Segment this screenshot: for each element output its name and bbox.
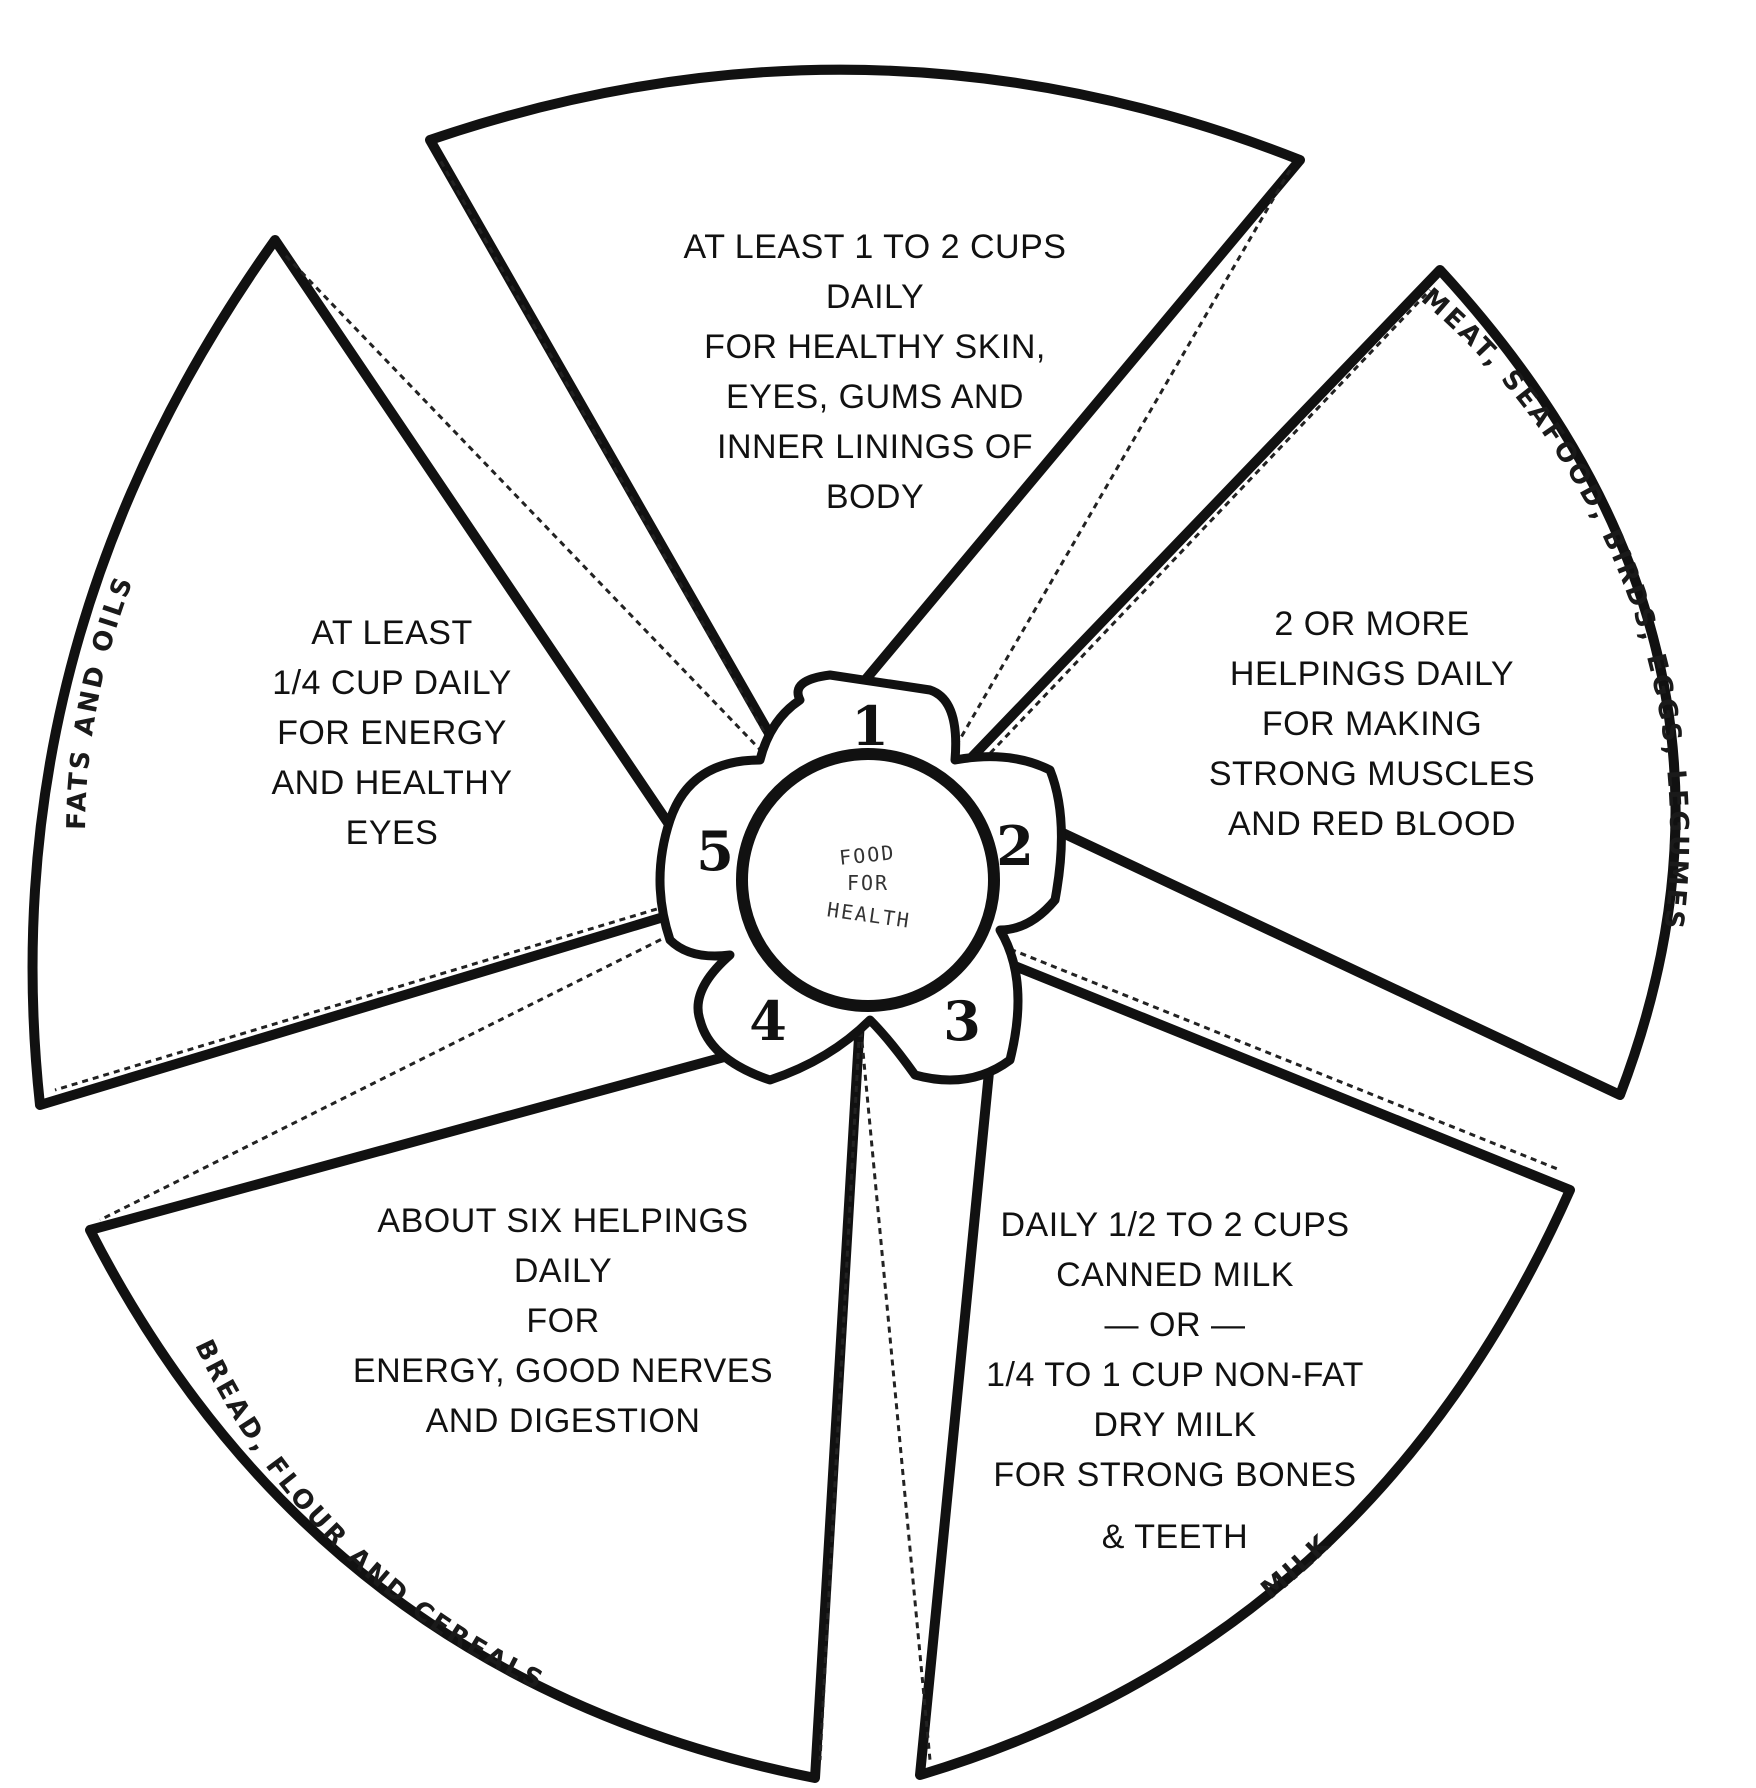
segment-4-line: ABOUT SIX HELPINGS xyxy=(377,1202,748,1240)
segment-1-line: DAILY xyxy=(826,278,924,316)
segment-1-line: BODY xyxy=(826,478,924,516)
segment-1-line: EYES, GUMS AND xyxy=(726,378,1024,416)
segment-3-line: 1/4 TO 1 CUP NON-FAT xyxy=(986,1356,1364,1394)
segment-3-line: — OR — xyxy=(1105,1306,1246,1344)
segment-3-line: DRY MILK xyxy=(1093,1406,1256,1444)
hub-label-line2: FOR xyxy=(847,871,889,895)
segment-3-line: DAILY 1/2 TO 2 CUPS xyxy=(1000,1206,1349,1244)
petal-number-4: 4 xyxy=(749,989,787,1053)
segment-1-line: INNER LININGS OF xyxy=(717,428,1033,466)
segment-5-line: EYES xyxy=(346,814,439,852)
segment-4-line: DAILY xyxy=(514,1252,612,1290)
petal-number-1: 1 xyxy=(851,694,889,758)
segment-3-line: CANNED MILK xyxy=(1056,1256,1294,1294)
segment-4-line: FOR xyxy=(526,1302,599,1340)
segment-2-line: FOR MAKING xyxy=(1262,705,1482,743)
segment-5-line: AT LEAST xyxy=(311,614,472,652)
segment-3-line: & TEETH xyxy=(1102,1518,1248,1556)
segment-4-line: ENERGY, GOOD NERVES xyxy=(353,1352,773,1390)
spoke-line xyxy=(860,1020,930,1760)
segment-5-line: AND HEALTHY xyxy=(271,764,512,802)
petal-number-5: 5 xyxy=(696,819,734,883)
segment-1-line: AT LEAST 1 TO 2 CUPS xyxy=(684,228,1067,266)
segment-2-line: HELPINGS DAILY xyxy=(1230,655,1514,693)
petal-number-3: 3 xyxy=(943,989,981,1053)
segment-5-line: FOR ENERGY xyxy=(277,714,507,752)
segment-2-line: 2 OR MORE xyxy=(1274,605,1469,643)
petal-number-2: 2 xyxy=(996,814,1034,878)
segment-4-line: AND DIGESTION xyxy=(426,1402,701,1440)
segment-5-line: 1/4 CUP DAILY xyxy=(272,664,512,702)
segment-2-line: STRONG MUSCLES xyxy=(1209,755,1535,793)
segment-2-line: AND RED BLOOD xyxy=(1228,805,1516,843)
segment-1-line: FOR HEALTHY SKIN, xyxy=(704,328,1046,366)
segment-3-line: FOR STRONG BONES xyxy=(993,1456,1356,1494)
